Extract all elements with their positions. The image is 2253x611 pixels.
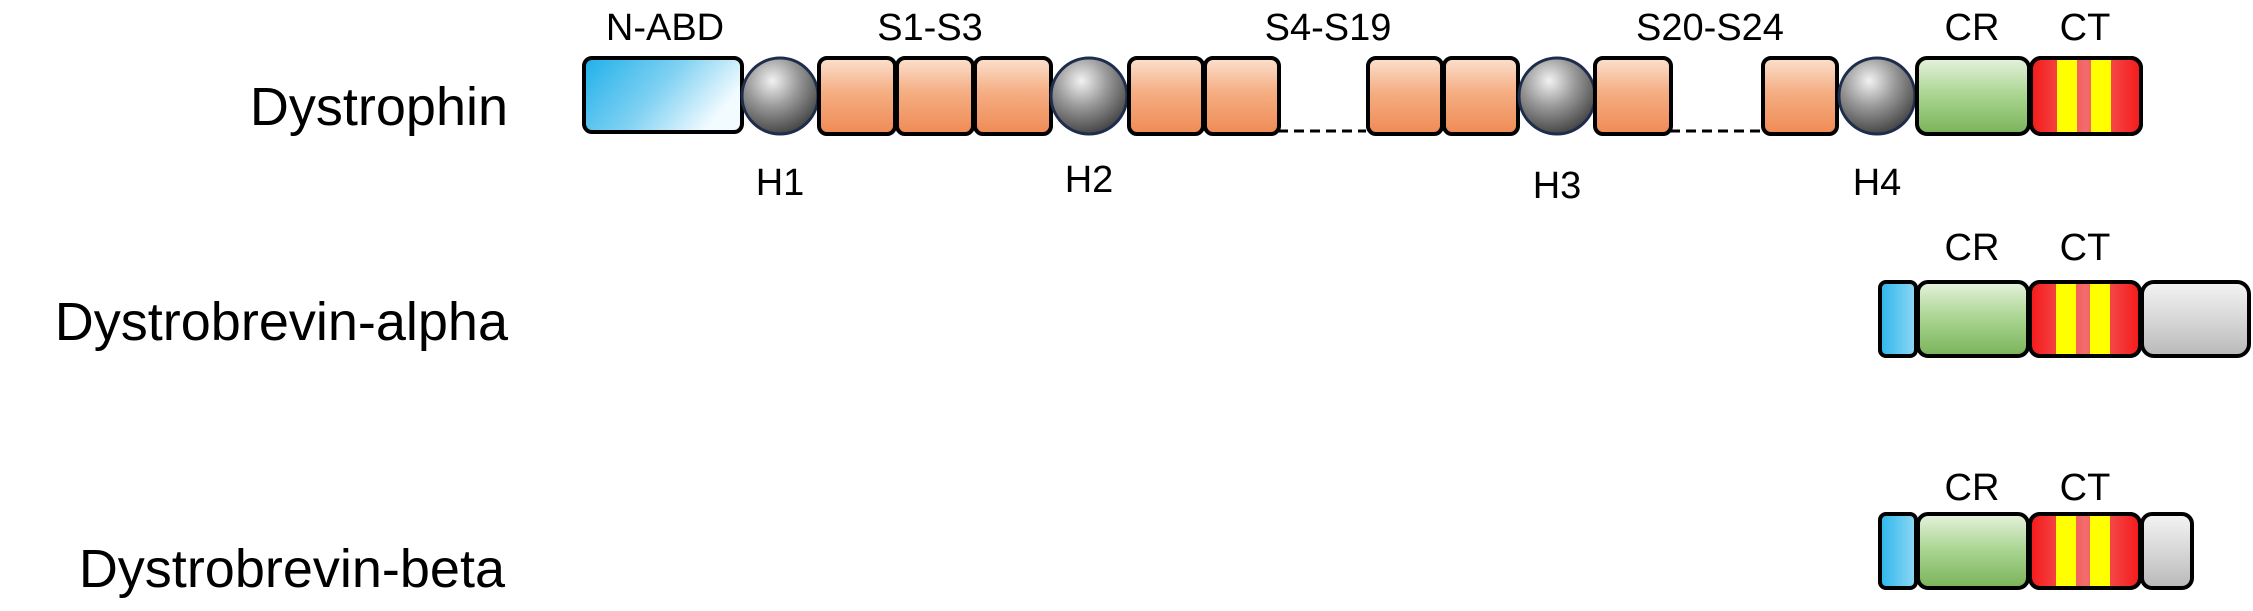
c-terminal-extension (2140, 512, 2194, 590)
hinge-h1 (740, 56, 820, 136)
domain-label-s4-s19: S4-S19 (1265, 7, 1392, 49)
spectrin-repeat (817, 56, 897, 136)
domain-label-ct: CT (2060, 7, 2111, 49)
spectrin-repeat (1127, 56, 1205, 136)
n-terminal-domain (1878, 512, 1918, 590)
domain-label-n-abd: N-ABD (606, 7, 724, 49)
ct-stripe (2090, 516, 2110, 586)
domain-label-cr: CR (1945, 467, 2000, 509)
protein-name-dystrobrevin-beta: Dystrobrevin-beta (79, 539, 506, 599)
ct-stripe (2057, 60, 2077, 132)
hinge-h3 (1517, 56, 1597, 136)
domain-label-ct: CT (2060, 227, 2111, 269)
spectrin-repeat (895, 56, 975, 136)
ct-stripe (2091, 60, 2111, 132)
hinge-h4 (1837, 56, 1917, 136)
spectrin-repeat (1593, 56, 1673, 136)
domain-label-s20-s24: S20-S24 (1636, 7, 1784, 49)
spectrin-repeat (1203, 56, 1281, 136)
protein-name-dystrophin: Dystrophin (250, 77, 508, 137)
domain-label-cr: CR (1945, 7, 2000, 49)
ct-stripe (2056, 284, 2076, 354)
c-terminal-extension (2140, 280, 2251, 358)
protein-name-dystrobrevin-alpha: Dystrobrevin-alpha (55, 292, 509, 352)
hinge-h2 (1049, 56, 1129, 136)
n-terminal-domain (1878, 280, 1918, 358)
domain-label-cr: CR (1945, 227, 2000, 269)
ct-domain (2029, 56, 2143, 136)
domain-label-s1-s3: S1-S3 (877, 7, 983, 49)
spectrin-repeat (973, 56, 1053, 136)
ct-domain-outline (2029, 56, 2143, 136)
ct-stripe (2056, 516, 2076, 586)
cr-domain (1916, 512, 2030, 590)
ct-stripe (2090, 284, 2110, 354)
hinge-label-h4: H4 (1853, 162, 1902, 204)
cr-domain (1915, 56, 2031, 136)
ct-domain (2028, 280, 2142, 358)
spectrin-repeat (1366, 56, 1444, 136)
spectrin-repeat (1761, 56, 1839, 136)
n-abd-domain (582, 56, 744, 134)
hinge-label-h2: H2 (1065, 159, 1114, 201)
ct-domain (2028, 512, 2142, 590)
domain-label-ct: CT (2060, 467, 2111, 509)
cr-domain (1916, 280, 2030, 358)
hinge-label-h3: H3 (1533, 165, 1582, 207)
hinge-label-h1: H1 (756, 162, 805, 204)
spectrin-repeat (1442, 56, 1520, 136)
